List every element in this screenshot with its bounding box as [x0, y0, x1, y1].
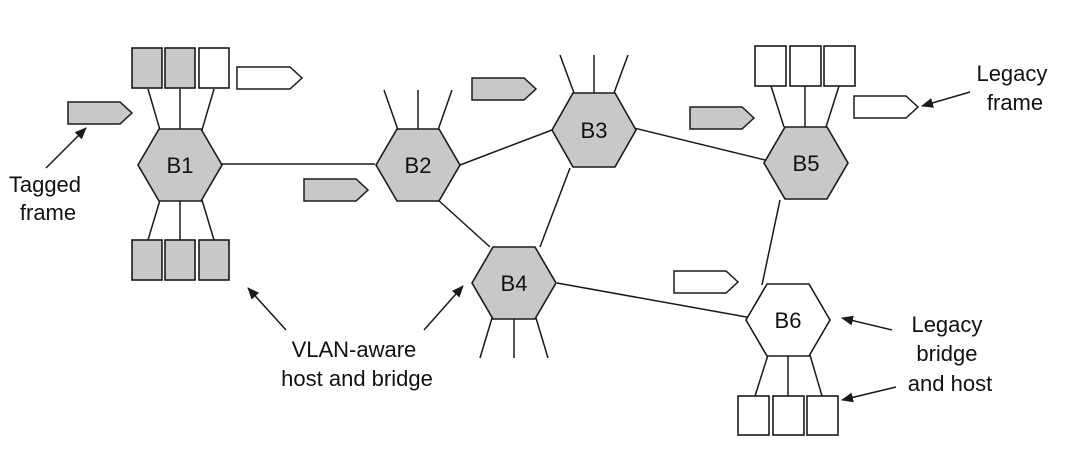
- bridge-b5: B5: [763, 126, 849, 200]
- stub-lines: [383, 54, 629, 359]
- vlan-aware-label-line-2: host and bridge: [281, 366, 433, 391]
- b5-host-links: [770, 85, 840, 128]
- b6-hosts: [737, 395, 839, 436]
- b5-host-2: [789, 45, 822, 87]
- legacy-frame-label: Legacy frame: [976, 61, 1053, 115]
- legacy-bridge-label-line-2: bridge: [916, 341, 977, 366]
- b1-bottom-host-1: [131, 239, 163, 281]
- bridge-b3-label: B3: [581, 118, 608, 143]
- link-b2-b3: [459, 129, 553, 166]
- tagged-frame-b2-b3: [471, 77, 538, 101]
- bridge-b3-shape: [551, 92, 637, 168]
- b1-host-links: [147, 88, 215, 241]
- vlan-aware-arrow-left: [247, 287, 287, 331]
- b6-host-1: [737, 395, 770, 436]
- legacy-frame-right: [853, 95, 920, 119]
- b5-host-link-3: [825, 85, 840, 128]
- b1-top-host-2: [164, 47, 196, 89]
- b1-top-link-3: [201, 88, 215, 131]
- bridge-b6-label: B6: [775, 308, 802, 333]
- bridge-b2: B2: [375, 128, 461, 202]
- legacy-bridge-label-line-3: and host: [908, 371, 992, 396]
- tagged-frame-b1-b2: [303, 178, 370, 202]
- b5-hosts: [754, 45, 856, 87]
- bridge-b1-label: B1: [167, 153, 194, 178]
- b3-stub-1: [559, 54, 575, 94]
- bridge-b6: B6: [745, 283, 831, 357]
- legacy-bridge-label: Legacy bridge and host: [908, 312, 992, 396]
- bridge-b4: B4: [471, 246, 557, 320]
- b2-stub-3: [437, 89, 453, 131]
- bridge-b4-label: B4: [501, 271, 528, 296]
- link-b4-b6: [556, 282, 753, 319]
- tagged-frame-b3-b5: [689, 106, 756, 130]
- b1-top-hosts: [131, 47, 230, 89]
- bridge-b3: B3: [551, 92, 637, 168]
- b1-top-link-1: [147, 88, 161, 131]
- b4-stub-1: [479, 317, 493, 359]
- b6-host-2: [772, 395, 805, 436]
- b1-bottom-hosts: [131, 239, 230, 281]
- bridge-b5-label: B5: [793, 151, 820, 176]
- b1-top-host-1: [131, 47, 163, 89]
- link-b5-b6: [761, 199, 781, 286]
- b1-top-host-3: [198, 47, 230, 89]
- link-b3-b5: [633, 127, 766, 161]
- bridge-b5-shape: [763, 126, 849, 200]
- bridge-b1: B1: [137, 128, 223, 202]
- b6-host-links: [754, 354, 823, 397]
- legacy-frame-label-line-2: frame: [987, 90, 1043, 115]
- link-b3-b4: [539, 167, 571, 248]
- frames: [67, 66, 920, 294]
- b1-bottom-host-3: [198, 239, 230, 281]
- annotations: Tagged frame Legacy frame VLAN-aware hos…: [9, 61, 1053, 396]
- b1-bottom-link-1: [147, 199, 161, 241]
- tagged-frame-left: [67, 101, 134, 125]
- legacy-frame-near-b1: [236, 66, 304, 90]
- b2-stub-1: [383, 89, 399, 131]
- legacy-host-arrow: [841, 386, 897, 403]
- link-b2-b4: [436, 198, 491, 248]
- b5-host-link-1: [770, 85, 785, 128]
- bridge-b6-shape: [745, 283, 831, 357]
- legacy-frame-b4-b6: [673, 270, 740, 294]
- legacy-frame-arrow: [921, 91, 971, 108]
- b1-bottom-link-3: [201, 199, 215, 241]
- b6-host-link-3: [809, 354, 823, 397]
- legacy-bridge-arrow: [841, 315, 893, 331]
- b6-host-link-1: [754, 354, 769, 397]
- vlan-aware-arrow-right: [423, 285, 464, 331]
- b5-host-3: [823, 45, 856, 87]
- bridge-b2-shape: [375, 128, 461, 202]
- b5-host-1: [754, 45, 787, 87]
- legacy-bridge-label-line-1: Legacy: [911, 312, 982, 337]
- legacy-frame-label-line-1: Legacy: [976, 61, 1047, 86]
- tagged-frame-label-line-1: Tagged: [9, 172, 81, 197]
- bridge-links: [222, 127, 781, 319]
- b1-bottom-host-2: [164, 239, 196, 281]
- b4-stub-3: [535, 317, 549, 359]
- tagged-frame-arrow: [45, 127, 87, 169]
- bridge-b2-label: B2: [405, 153, 432, 178]
- tagged-frame-label-line-2: frame: [20, 200, 76, 225]
- bridge-b1-shape: [137, 128, 223, 202]
- b6-host-3: [806, 395, 839, 436]
- bridges: B1 B2 B3 B4 B5 B6: [137, 92, 849, 357]
- vlan-aware-label-line-1: VLAN-aware: [292, 337, 417, 362]
- annotation-arrows: [45, 91, 971, 403]
- vlan-aware-label: VLAN-aware host and bridge: [281, 337, 433, 391]
- bridge-b4-shape: [471, 246, 557, 320]
- tagged-frame-label: Tagged frame: [9, 172, 87, 225]
- b3-stub-3: [613, 54, 629, 94]
